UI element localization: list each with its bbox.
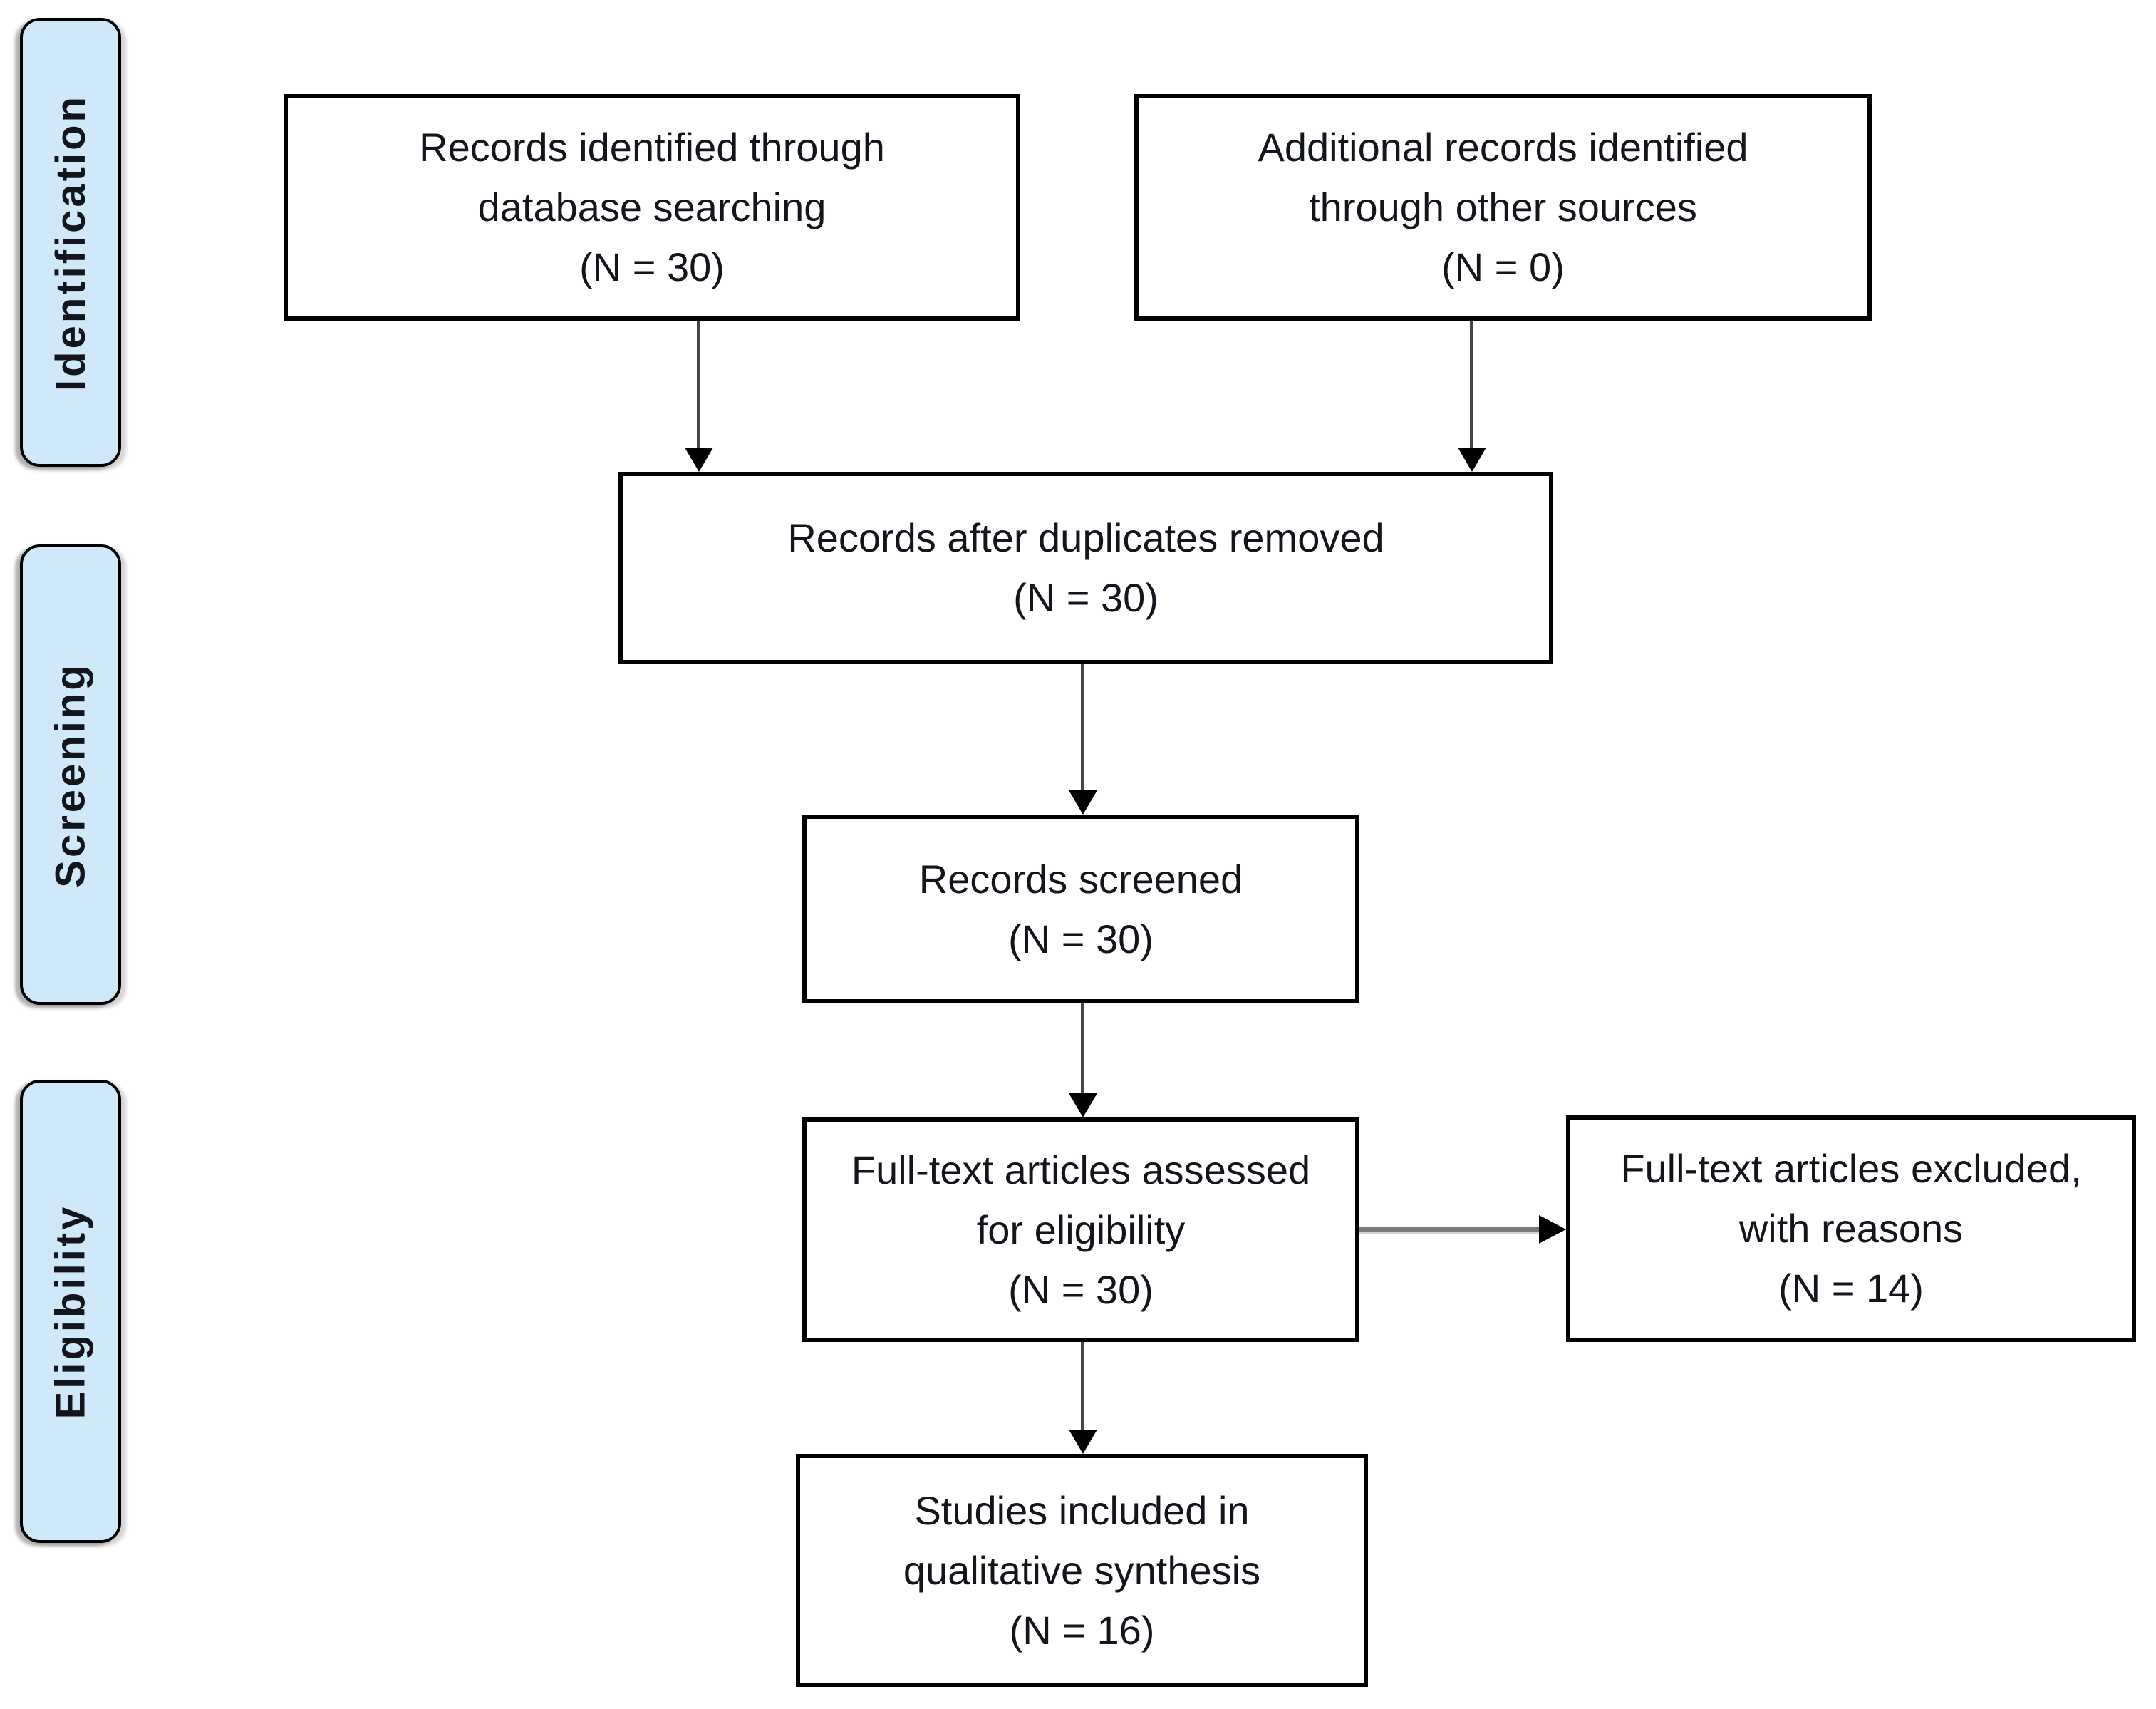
box-count: (N = 30)	[579, 244, 725, 289]
box-line: qualitative synthesis	[903, 1547, 1261, 1593]
box-line: Records screened	[918, 856, 1243, 902]
arrowhead-down-icon	[1069, 790, 1097, 815]
box-count: (N = 30)	[1008, 1266, 1154, 1312]
box-line: with reasons	[1738, 1206, 1964, 1251]
box-fulltext-assessed: Full-text articles assessed for eligibil…	[802, 1117, 1359, 1342]
box-studies-included: Studies included in qualitative synthesi…	[796, 1454, 1368, 1687]
box-line: Additional records identified	[1258, 125, 1748, 170]
arrowhead-down-icon	[1069, 1430, 1097, 1454]
box-line: Full-text articles excluded,	[1620, 1146, 2082, 1191]
arrowhead-down-icon	[1069, 1093, 1097, 1117]
stage-label-text: Identification	[47, 93, 94, 391]
stage-label-identification: Identification	[20, 18, 121, 467]
stage-label-eligibility: Eligibility	[20, 1080, 121, 1543]
arrow-duplicates-to-screened	[1081, 664, 1084, 790]
arrow-identified-to-duplicates	[697, 321, 700, 448]
arrowhead-down-icon	[685, 448, 713, 472]
box-count: (N = 16)	[1009, 1607, 1155, 1653]
stage-label-screening: Screening	[20, 544, 121, 1005]
box-duplicates-removed: Records after duplicates removed (N = 30…	[618, 472, 1553, 664]
stage-label-text: Screening	[47, 661, 94, 888]
box-line: through other sources	[1309, 185, 1697, 229]
arrow-fulltext-to-excluded	[1359, 1227, 1539, 1232]
arrowhead-right-icon	[1539, 1215, 1566, 1244]
box-line: Records after duplicates removed	[787, 515, 1384, 560]
box-count: (N = 14)	[1778, 1266, 1924, 1311]
box-fulltext-excluded: Full-text articles excluded, with reason…	[1566, 1115, 2136, 1342]
arrow-additional-to-duplicates	[1470, 321, 1473, 448]
box-line: Records identified through	[419, 125, 885, 170]
box-line: for eligibility	[976, 1207, 1186, 1252]
box-count: (N = 0)	[1441, 244, 1565, 289]
arrow-fulltext-to-studies	[1081, 1342, 1084, 1430]
box-count: (N = 30)	[1008, 916, 1154, 961]
box-records-screened: Records screened (N = 30)	[802, 815, 1359, 1003]
arrowhead-down-icon	[1458, 448, 1486, 472]
box-count: (N = 30)	[1013, 575, 1159, 620]
box-additional-records: Additional records identified through ot…	[1134, 94, 1872, 321]
box-line: database searching	[477, 185, 826, 229]
box-records-identified: Records identified through database sear…	[284, 94, 1020, 321]
stage-label-text: Eligibility	[47, 1204, 94, 1419]
box-line: Studies included in	[914, 1487, 1250, 1533]
arrow-screened-to-fulltext	[1081, 1003, 1084, 1093]
box-line: Full-text articles assessed	[851, 1147, 1311, 1192]
